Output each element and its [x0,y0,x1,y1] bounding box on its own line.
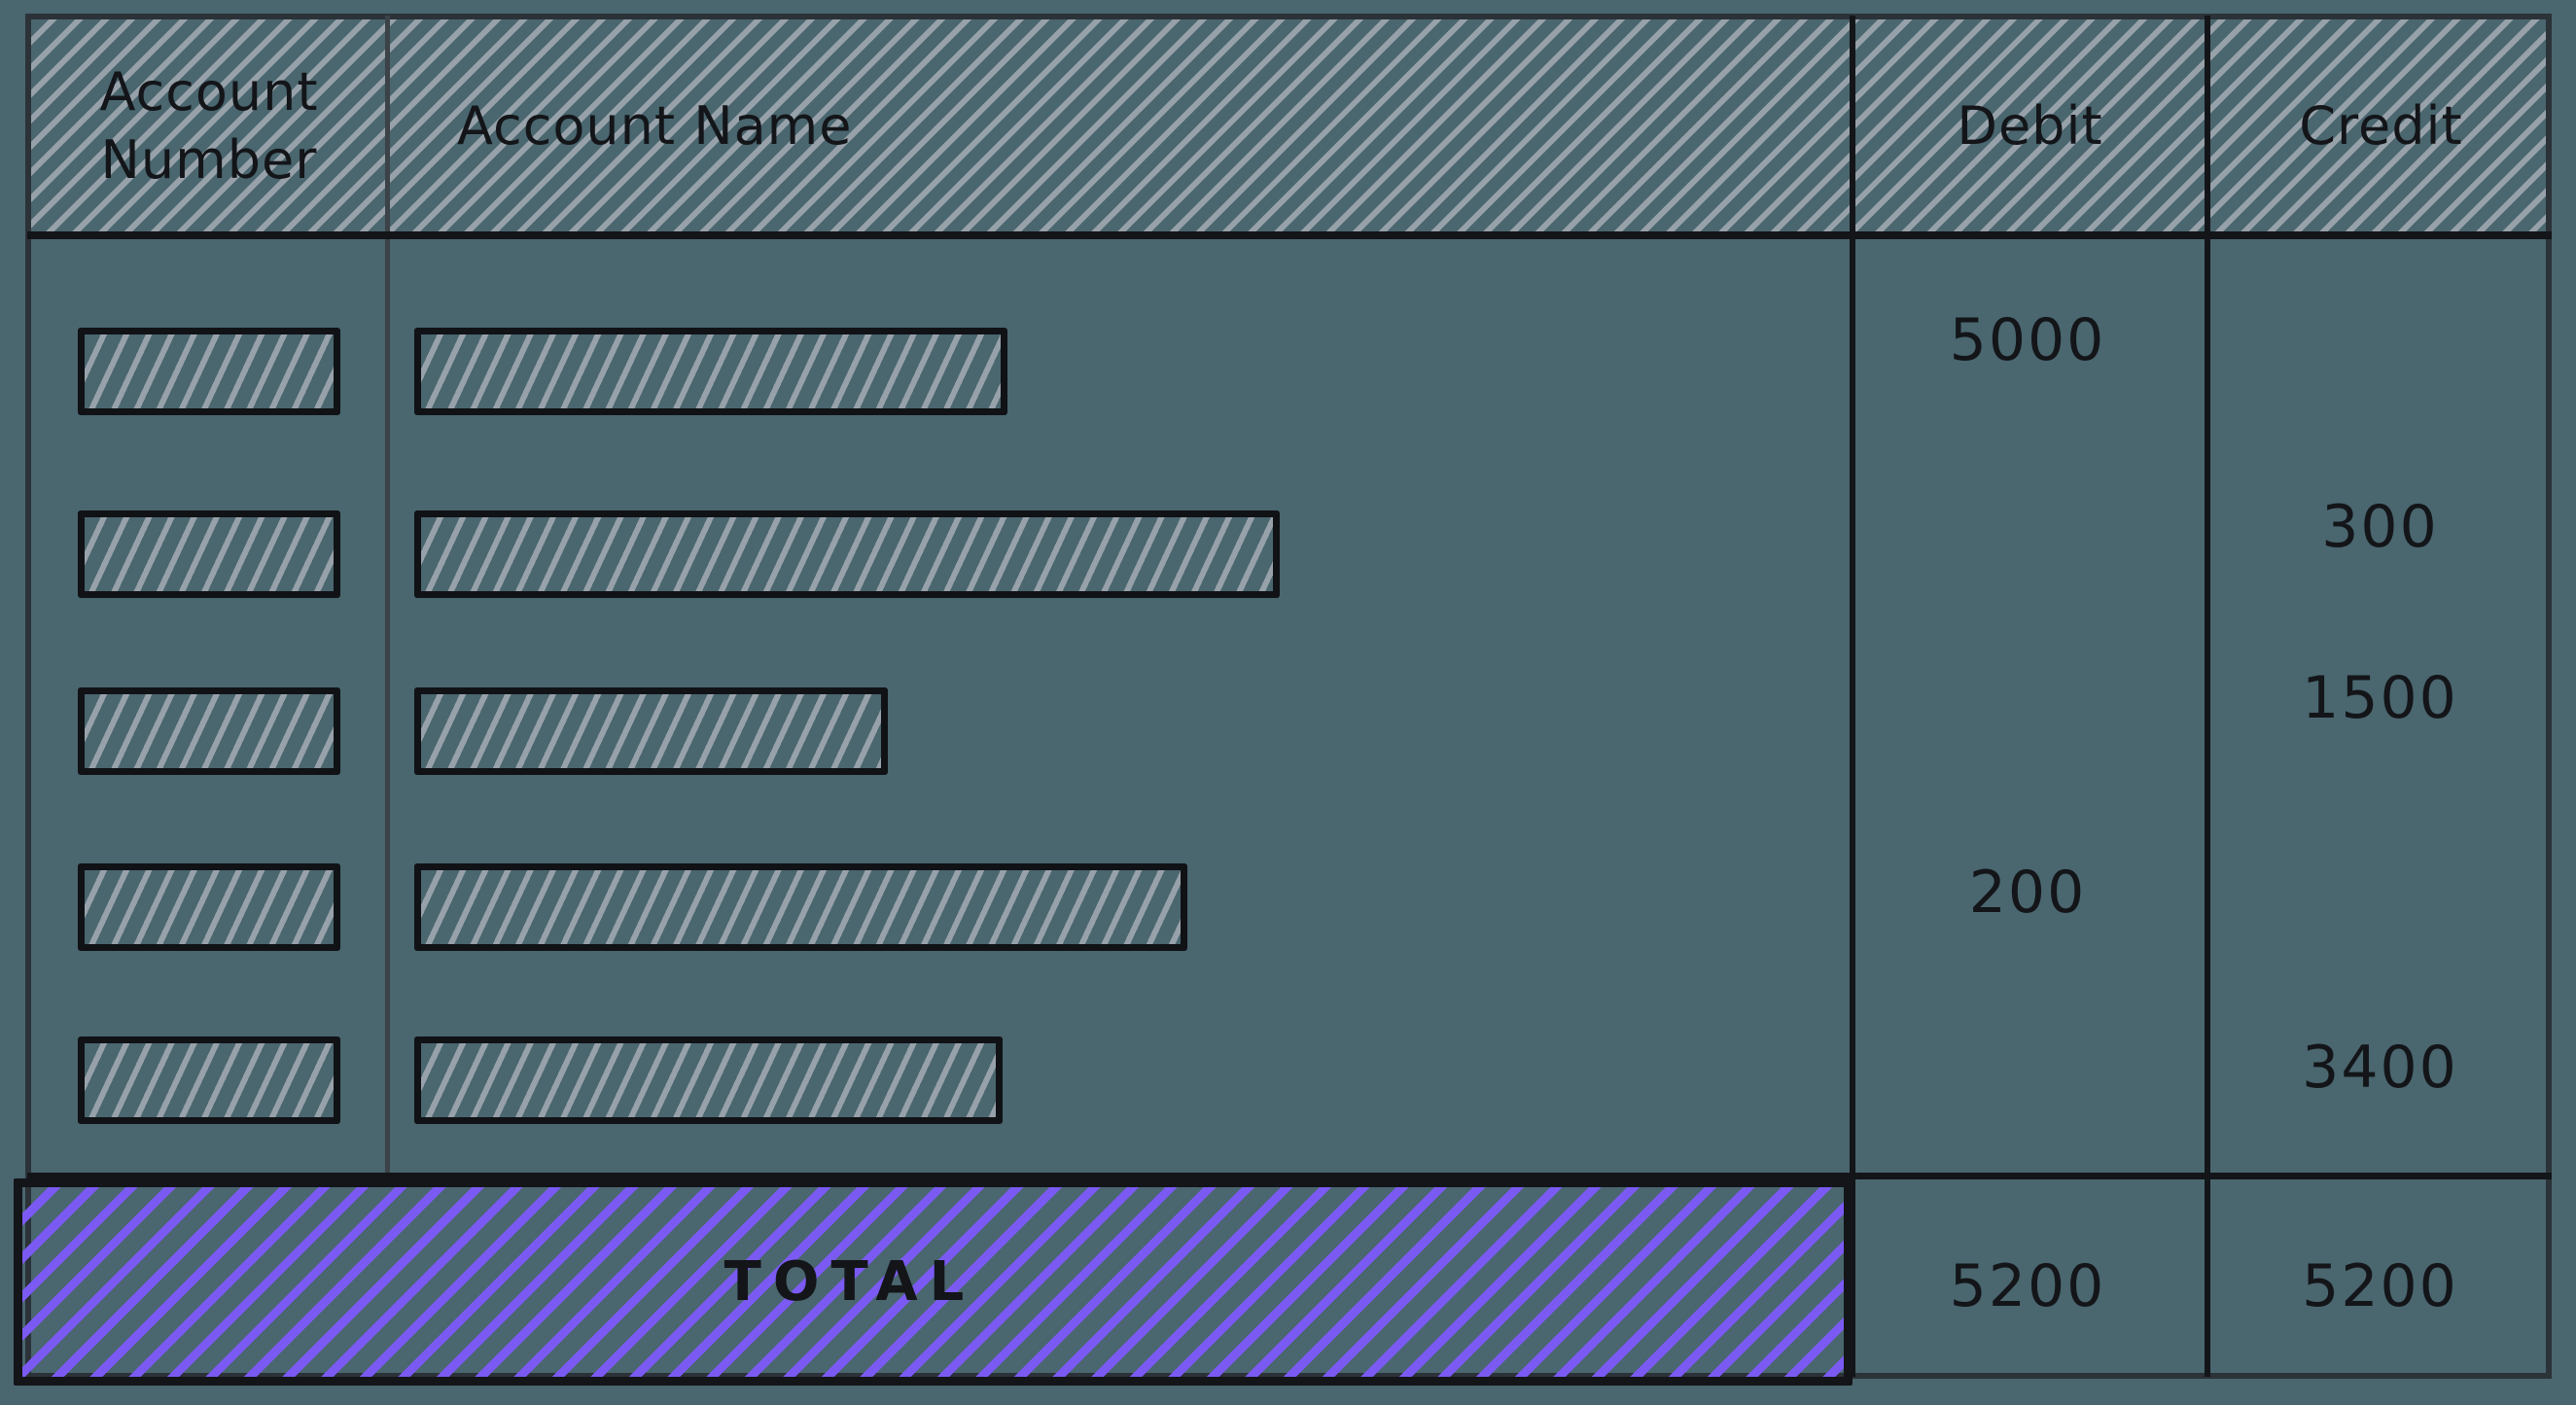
account-name-placeholder [414,1036,1003,1124]
column-divider-credit [2205,16,2210,1377]
header-credit: Credit [2299,94,2463,157]
total-credit-cell: 5200 [2302,1252,2458,1320]
table-header-band [31,19,2546,233]
account-name-placeholder [414,328,1007,415]
account-number-placeholder [78,510,340,598]
total-label: TOTAL [723,1250,976,1314]
credit-cell-row-1 [2210,292,2550,389]
account-name-placeholder [414,510,1280,598]
header-account-name: Account Name [457,94,853,157]
header-underline [27,231,2552,239]
debit-cell-row-3 [1855,650,2200,747]
total-row-topline [27,1173,2552,1179]
account-name-placeholder [414,687,888,775]
total-debit-cell: 5200 [1949,1252,2106,1320]
debit-cell-row-1: 5000 [1949,306,2106,374]
account-name-placeholder [414,863,1187,951]
credit-cell-row-5: 3400 [2302,1034,2458,1102]
header-account-number: Account Number [99,60,319,191]
credit-cell-row-4 [2210,844,2550,941]
account-number-placeholder [78,328,340,415]
debit-cell-row-2 [1855,478,2200,576]
account-number-placeholder [78,863,340,951]
column-divider-account-number [385,16,390,1178]
header-debit: Debit [1957,94,2103,157]
credit-cell-row-3: 1500 [2302,664,2458,732]
column-divider-debit [1850,16,1855,1377]
account-number-placeholder [78,1036,340,1124]
total-row-bar [14,1178,1853,1386]
account-number-placeholder [78,687,340,775]
debit-cell-row-4: 200 [1968,859,2087,927]
debit-cell-row-5 [1855,1019,2200,1116]
credit-cell-row-2: 300 [2321,493,2439,561]
